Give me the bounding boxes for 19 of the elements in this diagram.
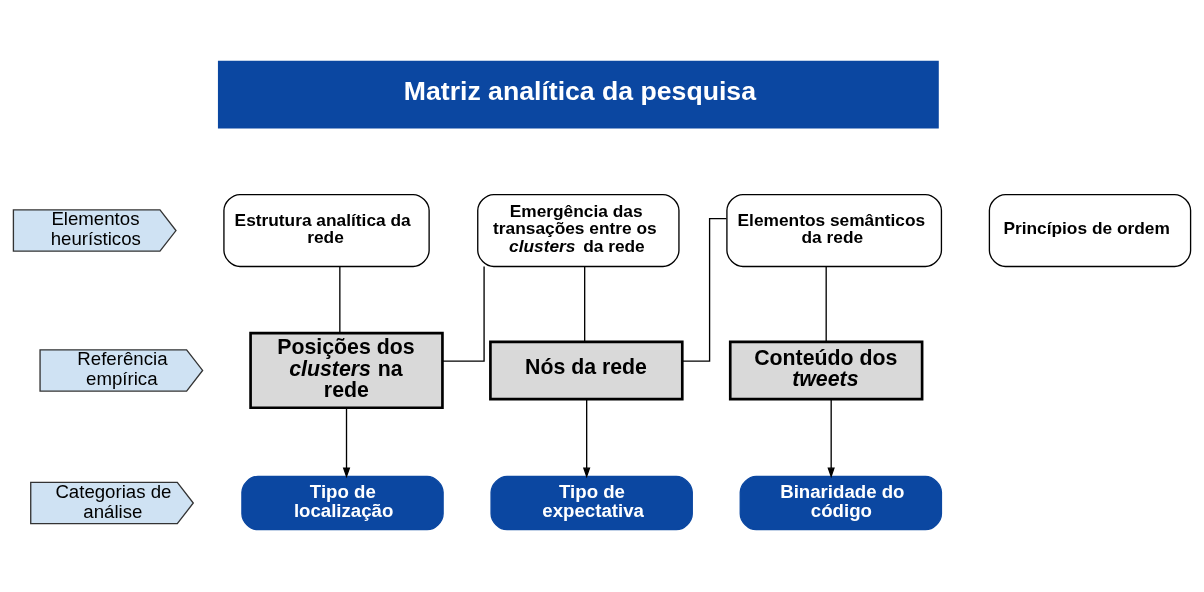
node-box: Matriz analítica da pesquisa [217,60,939,129]
connector [682,217,728,362]
node-box: Tipo de localização [241,475,444,530]
node-box: Nós da rede [489,339,684,400]
node-box: Princípios de ordem [988,193,1192,267]
arrow [827,398,835,478]
connector [339,265,341,334]
arrow [582,398,591,478]
node-box: Elementos semânticos da rede [726,193,943,267]
arrow [342,406,351,478]
node-box: Estrutura analítica da rede [223,193,430,267]
connector [584,265,586,342]
connector [825,265,827,342]
node-box: Tipo de expectativa [490,475,693,530]
node-box: Posições dos clusters na rede [249,331,444,409]
node-box: Conteúdo dos tweets [728,339,924,400]
connector [442,265,485,362]
node-box: Binaridade do código [739,475,943,530]
node-box: Emergência das transações entre os clusters da rede [477,193,680,267]
